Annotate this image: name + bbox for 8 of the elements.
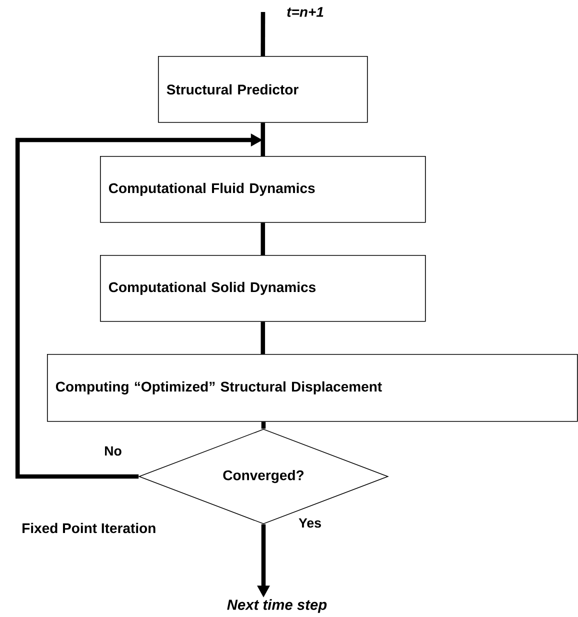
edge-label: t=n+1 (285, 6, 326, 18)
end-label: Next time step (227, 599, 327, 613)
process-box: Computing “Optimized” Structural Displacement (47, 354, 578, 422)
edge-label: No (102, 445, 124, 457)
process-box: Computational Solid Dynamics (100, 255, 426, 322)
loop-label: Fixed Point Iteration (22, 522, 156, 534)
process-box: Structural Predictor (158, 56, 368, 123)
process-box: Computational Fluid Dynamics (100, 156, 426, 223)
